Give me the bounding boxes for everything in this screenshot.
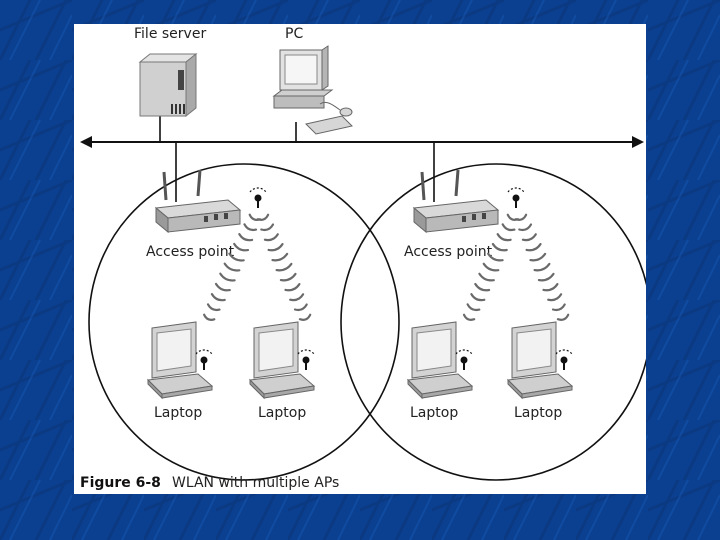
radio-wave-arc (233, 242, 250, 252)
radio-wave-arc (214, 282, 231, 292)
radio-wave-arc (462, 313, 476, 321)
radio-wave-arc (289, 293, 305, 302)
radio-wave-arc (547, 293, 563, 302)
radio-wave-arc (525, 243, 542, 252)
radio-wave-arc (298, 313, 312, 321)
wireless-emitter-icon (455, 349, 473, 370)
radio-wave-arc (466, 303, 481, 312)
laptop-label-4: Laptop (514, 405, 562, 421)
radio-wave-arc (529, 252, 547, 262)
coverage-circle-right (340, 163, 646, 481)
access-point-icon (412, 169, 500, 234)
access-point-label-left: Access point (146, 244, 235, 260)
radio-wave-arc (228, 252, 245, 262)
radio-wave-arc (537, 272, 555, 282)
laptop-label-3: Laptop (410, 405, 458, 421)
access-point-icon (154, 169, 242, 234)
radio-wave-arc (206, 303, 221, 312)
radio-wave-arc (210, 293, 226, 302)
radio-wave-arc (521, 233, 537, 242)
radio-wave-arc (275, 262, 293, 272)
radio-wave-arc (279, 272, 297, 282)
wireless-emitter-icon (555, 349, 573, 370)
radio-wave-arc (267, 243, 284, 252)
radio-wave-arc (491, 242, 508, 252)
laptop-label-1: Laptop (154, 405, 202, 421)
radio-wave-arc (556, 313, 570, 321)
radio-wave-arc (293, 303, 308, 312)
wireless-emitter-icon (297, 349, 315, 370)
figure-panel: File server PC Access point (74, 24, 646, 494)
wlan-diagram: File server PC Access point (80, 26, 646, 491)
wireless-emitter-icon (195, 349, 213, 370)
radio-wave-arc (533, 262, 551, 272)
radio-wave-arc (518, 223, 533, 232)
figure-caption: WLAN with multiple APs (172, 475, 339, 491)
wireless-emitter-icon (507, 187, 525, 208)
laptop-icon (406, 321, 474, 400)
radio-wave-arc (501, 223, 516, 232)
pc-icon (272, 45, 334, 109)
radio-wave-arc (271, 252, 289, 262)
access-point-label-right: Access point (404, 244, 493, 260)
file-server-label: File server (134, 26, 206, 42)
radio-wave-arc (284, 283, 301, 292)
laptop-label-2: Laptop (258, 405, 306, 421)
radio-wave-arc (482, 262, 500, 272)
mouse-icon (319, 101, 353, 117)
radio-wave-arc (474, 282, 491, 292)
laptop-icon (248, 321, 316, 400)
radio-wave-arc (260, 223, 275, 232)
radio-wave-arc (256, 213, 270, 221)
radio-wave-arc (223, 262, 241, 272)
laptop-icon (506, 321, 574, 400)
radio-wave-arc (478, 272, 495, 282)
radio-wave-arc (470, 293, 486, 302)
radio-wave-arc (514, 213, 528, 221)
radio-wave-arc (219, 272, 236, 282)
radio-wave-arc (542, 283, 559, 292)
radio-wave-arc (487, 252, 504, 262)
radio-wave-arc (203, 313, 216, 321)
radio-waves (203, 213, 570, 321)
coverage-circle-left (88, 163, 400, 481)
file-server-icon (138, 52, 198, 118)
radio-wave-arc (263, 233, 279, 242)
radio-wave-arc (243, 223, 258, 232)
laptop-icon (146, 321, 214, 400)
network-arrow-icon (80, 136, 644, 148)
radio-wave-arc (238, 233, 254, 242)
figure-number: Figure 6-8 (80, 475, 161, 491)
radio-wave-arc (551, 303, 566, 312)
keyboard-icon (305, 115, 353, 135)
radio-wave-arc (496, 233, 512, 242)
pc-label: PC (285, 26, 303, 42)
wireless-emitter-icon (249, 187, 267, 208)
